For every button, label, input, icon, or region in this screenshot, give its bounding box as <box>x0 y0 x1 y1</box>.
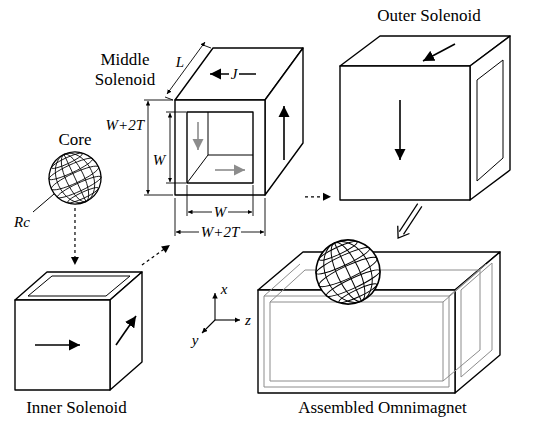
axis-label: z <box>245 312 251 329</box>
dimension-label: W+2T <box>199 224 241 241</box>
connector-part <box>323 193 331 201</box>
dimension-label: L <box>176 54 184 71</box>
dimension-label: W <box>153 152 166 169</box>
middle-solenoid-cube <box>187 155 208 183</box>
dimension-lines <box>175 198 176 236</box>
assembled-omnimagnet-part: Assembled Omnimagnet <box>248 238 517 420</box>
assembly-arrow <box>398 204 422 238</box>
axis-label: y <box>192 332 199 349</box>
dimension-lines <box>144 195 173 196</box>
assembled-omnimagnet-cube <box>455 252 500 393</box>
core-sphere <box>33 143 110 212</box>
core-sphere <box>33 194 54 212</box>
connector-part <box>399 204 417 232</box>
assembled-omnimagnet-cube <box>461 263 492 377</box>
dimension-lines <box>187 185 188 216</box>
core-part: Core <box>38 128 112 208</box>
middle-solenoid-cube <box>175 100 265 195</box>
inner-solenoid-cube <box>28 276 130 296</box>
outer-solenoid-cube <box>477 60 503 181</box>
part-name: Assembled Omnimagnet <box>248 398 517 418</box>
inner-solenoid-part: Inner Solenoid <box>6 265 147 420</box>
dimension-label: W <box>212 204 229 221</box>
assembled-omnimagnet-cube <box>449 264 486 296</box>
coordinate-axes <box>202 293 240 333</box>
dimension-lines <box>148 101 149 194</box>
outer-solenoid-cube <box>340 36 510 200</box>
outer-solenoid-part: Outer Solenoid <box>331 6 527 205</box>
inner-solenoid-cube <box>110 272 142 390</box>
dimension-lines <box>203 45 211 48</box>
outer-solenoid-cube <box>470 36 510 200</box>
assembly-arrow <box>142 245 170 265</box>
middle-solenoid-cube <box>265 48 303 195</box>
dimension-lines <box>253 185 254 216</box>
outer-solenoid-cube <box>340 66 470 200</box>
inner-solenoid-cube <box>15 272 142 390</box>
assembled-omnimagnet-cube <box>258 230 500 393</box>
middle-solenoid-cube <box>175 48 303 195</box>
dimension-lines <box>265 198 266 236</box>
axis-label: x <box>221 281 228 298</box>
connector-part <box>71 257 79 265</box>
middle-solenoid-cube <box>208 155 253 156</box>
middle-solenoid-cube <box>208 112 209 155</box>
outer-solenoid-cube <box>399 100 401 160</box>
coordinate-axes <box>215 319 240 320</box>
core-sphere <box>40 143 109 212</box>
part-name: Outer Solenoid <box>331 6 527 26</box>
middle-solenoid-part: Middle Solenoid <box>85 35 305 245</box>
outer-solenoid-cube <box>423 44 455 61</box>
current-label: J <box>229 66 240 83</box>
connector-part <box>74 208 75 258</box>
dimension-lines <box>170 113 171 182</box>
dimension-lines <box>166 112 186 113</box>
dimension-lines <box>166 183 186 184</box>
assembled-omnimagnet-cube <box>264 296 449 387</box>
assembly-arrow <box>71 208 79 265</box>
connector-part <box>142 249 164 265</box>
assembled-omnimagnet-cube <box>264 264 300 296</box>
dimension-lines <box>144 100 173 101</box>
assembly-arrow <box>305 193 331 201</box>
assembled-omnimagnet-cube <box>258 290 455 393</box>
part-name: Core <box>38 130 112 150</box>
assembled-omnimagnet-cube <box>306 230 391 315</box>
connector-part <box>398 226 410 238</box>
part-name: Middle Solenoid <box>85 50 165 90</box>
middle-solenoid-cube <box>283 106 285 160</box>
part-name: Inner Solenoid <box>6 398 147 418</box>
coordinate-axes <box>214 293 215 320</box>
middle-solenoid-cube <box>197 122 199 150</box>
dimension-lines <box>167 42 205 94</box>
inner-solenoid-cube <box>35 344 80 346</box>
middle-solenoid-cube <box>187 112 253 183</box>
dimension-lines <box>144 42 265 236</box>
connector-part <box>305 196 324 197</box>
connector-part <box>161 245 170 253</box>
radius-label: Rc <box>14 214 30 231</box>
coordinate-axes <box>202 320 215 333</box>
inner-solenoid-cube <box>15 300 110 390</box>
dimension-label: W+2T <box>106 117 144 134</box>
assembled-omnimagnet-cube <box>270 302 443 381</box>
middle-solenoid-cube <box>215 169 245 171</box>
inner-solenoid-cube <box>116 316 136 345</box>
